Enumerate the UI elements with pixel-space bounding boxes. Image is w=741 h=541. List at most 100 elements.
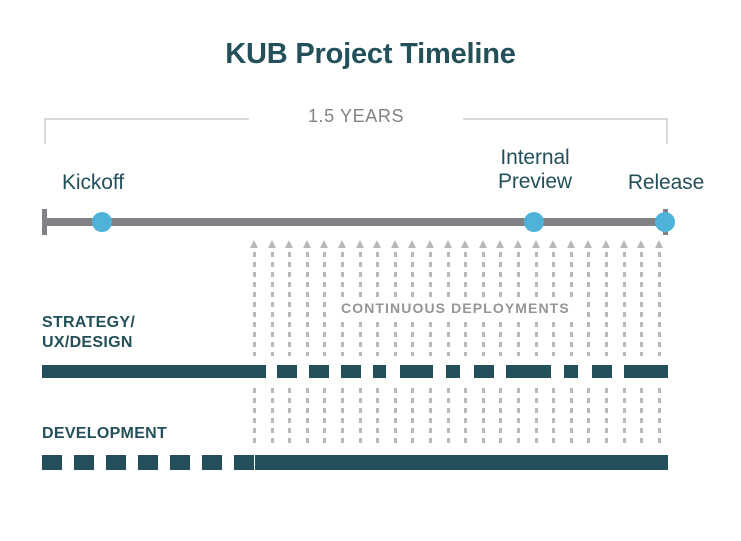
deployment-column xyxy=(267,240,276,358)
continuous-deployments-caption: CONTINUOUS DEPLOYMENTS xyxy=(338,298,573,318)
deployment-dotted-line xyxy=(640,252,644,356)
deployment-column xyxy=(637,240,646,358)
track-segment xyxy=(373,365,386,378)
deployment-column xyxy=(534,388,538,450)
continuous-deployment-lines-lower xyxy=(253,388,668,450)
deployment-dotted-line xyxy=(341,388,344,448)
deployment-column xyxy=(464,388,468,450)
deployment-column xyxy=(411,388,415,450)
track-bar-development xyxy=(42,455,668,470)
deployment-dotted-line xyxy=(605,252,608,356)
track-segment xyxy=(592,365,612,378)
track-segment xyxy=(42,455,62,470)
deployment-dotted-line xyxy=(323,252,327,356)
deployment-column xyxy=(569,388,573,450)
arrow-up-icon xyxy=(250,240,258,248)
deployment-dotted-line xyxy=(622,388,626,448)
arrow-up-icon xyxy=(566,240,575,248)
track-segment xyxy=(624,365,668,378)
deployment-dotted-line xyxy=(305,388,309,448)
track-segment xyxy=(255,455,668,470)
arrow-up-icon xyxy=(584,240,593,248)
deployment-dotted-line xyxy=(305,252,309,356)
track-segment xyxy=(446,365,460,378)
track-segment xyxy=(42,365,266,378)
deployment-dotted-line xyxy=(270,252,274,356)
track-bar-strategy xyxy=(42,365,668,378)
deployment-column xyxy=(654,240,663,358)
deployment-column xyxy=(250,240,258,358)
deployment-column xyxy=(517,388,520,450)
arrow-up-icon xyxy=(496,240,505,248)
deployment-dotted-line xyxy=(288,252,292,356)
deployment-dotted-line xyxy=(517,388,520,448)
deployment-column xyxy=(619,240,628,358)
arrow-up-icon xyxy=(426,240,434,248)
deployment-column xyxy=(270,388,274,450)
track-segment xyxy=(277,365,297,378)
deployment-dotted-line xyxy=(446,388,450,448)
track-segment xyxy=(341,365,361,378)
deployment-dotted-line xyxy=(376,388,380,448)
deployment-column xyxy=(323,388,327,450)
arrow-up-icon xyxy=(531,240,540,248)
track-segment xyxy=(234,455,254,470)
deployment-column xyxy=(305,388,309,450)
arrow-up-icon xyxy=(267,240,276,248)
deployment-column xyxy=(253,388,256,450)
track-segment xyxy=(564,365,578,378)
arrow-up-icon xyxy=(390,240,399,248)
deployment-dotted-line xyxy=(429,388,432,448)
deployment-dotted-line xyxy=(552,388,556,448)
deployment-column xyxy=(605,388,608,450)
deployment-column xyxy=(622,388,626,450)
bracket-line-left xyxy=(44,118,249,120)
deployment-dotted-line xyxy=(657,388,661,448)
deployment-dotted-line xyxy=(587,252,591,356)
duration-label: 1.5 YEARS xyxy=(307,106,405,126)
duration-bracket: 1.5 YEARS xyxy=(44,106,668,144)
deployment-dotted-line xyxy=(270,388,274,448)
track-segment xyxy=(400,365,433,378)
bracket-tick-start xyxy=(44,118,46,144)
arrow-up-icon xyxy=(549,240,558,248)
deployment-column xyxy=(587,388,591,450)
track-segment xyxy=(309,365,329,378)
deployment-dotted-line xyxy=(587,388,591,448)
milestone-label-internal-preview: Internal Preview xyxy=(498,146,572,193)
arrow-up-icon xyxy=(285,240,294,248)
track-label-strategy: STRATEGY/ UX/DESIGN xyxy=(42,314,136,352)
deployment-column xyxy=(602,240,610,358)
arrow-up-icon xyxy=(408,240,417,248)
milestone-dot-release xyxy=(655,212,675,232)
arrow-up-icon xyxy=(355,240,364,248)
deployment-dotted-line xyxy=(358,388,362,448)
track-label-development: DEVELOPMENT xyxy=(42,425,168,442)
deployment-dotted-line xyxy=(323,388,327,448)
track-segment xyxy=(170,455,190,470)
arrow-up-icon xyxy=(654,240,663,248)
deployment-dotted-line xyxy=(411,388,415,448)
deployment-column xyxy=(481,388,485,450)
track-segment xyxy=(506,365,551,378)
milestone-label-kickoff: Kickoff xyxy=(62,171,124,194)
deployment-column xyxy=(376,388,380,450)
deployment-dotted-line xyxy=(622,252,626,356)
deployment-dotted-line xyxy=(288,388,292,448)
deployment-column xyxy=(358,388,362,450)
deployment-column xyxy=(320,240,329,358)
milestone-dot-kickoff xyxy=(92,212,112,232)
deployment-column xyxy=(657,388,661,450)
timeline-axis xyxy=(42,218,668,226)
arrow-up-icon xyxy=(602,240,610,248)
deployment-dotted-line xyxy=(640,388,644,448)
arrow-up-icon xyxy=(478,240,487,248)
deployment-column xyxy=(285,240,294,358)
deployment-column xyxy=(552,388,556,450)
deployment-column xyxy=(393,388,397,450)
track-segment xyxy=(74,455,94,470)
arrow-up-icon xyxy=(302,240,311,248)
arrow-up-icon xyxy=(373,240,382,248)
arrow-up-icon xyxy=(514,240,522,248)
